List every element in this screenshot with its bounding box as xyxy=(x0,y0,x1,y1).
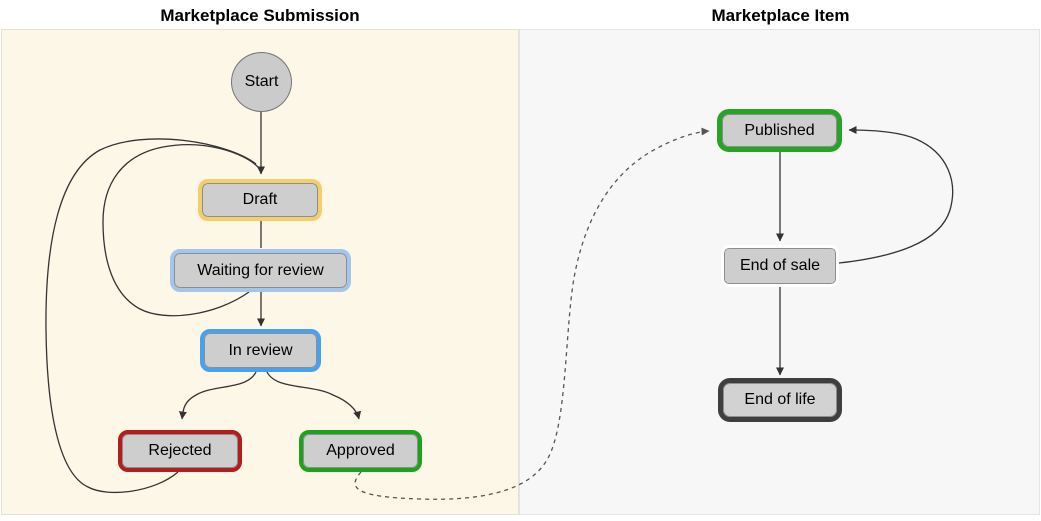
state-node-in-review: In review xyxy=(200,329,321,372)
state-node-waiting-for-review: Waiting for review xyxy=(170,249,351,292)
section-title-marketplace-item: Marketplace Item xyxy=(711,6,850,25)
state-node-draft: Draft xyxy=(198,179,322,221)
state-node-rejected: Rejected xyxy=(118,430,242,472)
state-node-approved: Approved xyxy=(299,430,422,472)
state-node-published: Published xyxy=(717,109,842,152)
section-title-marketplace-submission: Marketplace Submission xyxy=(160,6,360,25)
state-node-start: Start xyxy=(231,52,292,112)
state-node-end-of-sale: End of sale xyxy=(721,245,839,287)
state-node-end-of-life: End of life xyxy=(718,378,842,422)
